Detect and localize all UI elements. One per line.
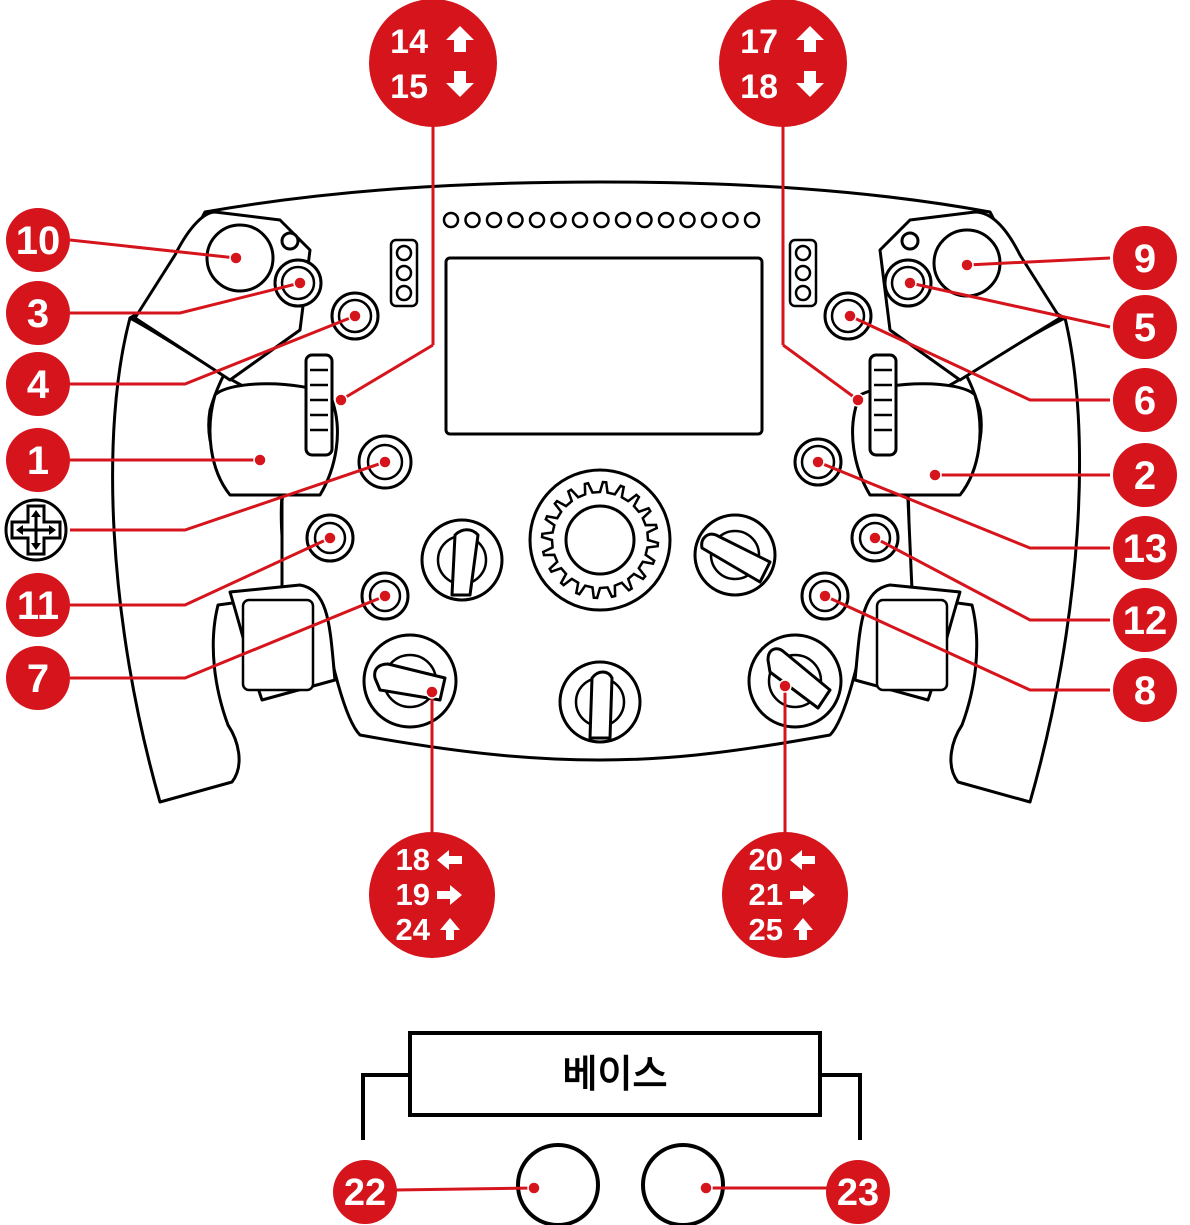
callout-2-group: 2 <box>928 443 1177 507</box>
base-bracket-left <box>361 1073 410 1140</box>
callout-8-group: 8 <box>818 589 1177 722</box>
callout-6-group: 6 <box>843 309 1177 432</box>
callout-7: 7 <box>27 657 49 701</box>
base-button-left[interactable] <box>516 1143 600 1225</box>
knob-bottom-center[interactable] <box>558 660 642 744</box>
callout-12-group: 12 <box>868 531 1177 652</box>
knob-bottom-left[interactable] <box>362 633 458 729</box>
knob-bottom-right[interactable] <box>747 633 843 729</box>
rev-led <box>743 211 761 229</box>
left-thumb-encoder[interactable] <box>304 353 334 457</box>
top-left-encoder-badge: 14 15 <box>334 0 497 407</box>
dpad-icon <box>4 455 392 562</box>
right-led-1 <box>794 244 812 262</box>
callout-8: 8 <box>1134 669 1156 713</box>
left-led-1 <box>395 244 413 262</box>
rev-led <box>722 211 739 229</box>
callout-10-group: 10 <box>6 208 243 272</box>
bottom-right-switch-badge: 20 21 25 <box>722 679 848 958</box>
rev-led <box>550 211 567 229</box>
small-led-right[interactable] <box>900 231 920 251</box>
rev-led <box>614 211 632 229</box>
callout-9-group: 9 <box>960 226 1177 290</box>
callout-11: 11 <box>17 584 59 628</box>
left-led-2 <box>395 264 413 282</box>
rev-led <box>528 211 546 229</box>
svg-text:21: 21 <box>749 877 783 912</box>
rev-led <box>442 211 460 229</box>
knob-right-upper[interactable] <box>693 513 777 597</box>
callout-7-group: 7 <box>6 589 392 710</box>
rev-led-strip <box>442 211 761 229</box>
left-lower-paddle-inner <box>241 598 315 692</box>
callout-13: 13 <box>1123 527 1168 571</box>
callout-13-group: 13 <box>811 455 1177 580</box>
arrow-up-icon <box>440 918 460 940</box>
callout-4-group: 4 <box>6 309 362 416</box>
callout-10: 10 <box>16 219 61 263</box>
svg-text:18: 18 <box>396 842 430 877</box>
base-section: 베이스 22 23 <box>333 1031 890 1225</box>
callout-3: 3 <box>27 292 49 336</box>
base-bracket-right <box>820 1073 862 1140</box>
callout-23: 23 <box>837 1172 879 1214</box>
callout-1-group: 1 <box>6 428 267 492</box>
rev-led <box>636 211 653 229</box>
enc-14-label: 14 <box>390 23 428 61</box>
right-led-2 <box>794 264 812 282</box>
center-dial[interactable] <box>528 468 672 612</box>
rev-led <box>464 211 481 229</box>
arrow-down-icon <box>796 71 824 97</box>
svg-text:24: 24 <box>396 912 431 947</box>
left-led-3 <box>395 284 413 302</box>
arrow-up-icon <box>793 918 813 940</box>
callout-11-group: 11 <box>6 531 337 637</box>
rev-led <box>679 211 696 229</box>
rev-led <box>485 211 503 229</box>
rev-led <box>507 211 524 229</box>
arrow-right-icon <box>437 885 462 905</box>
base-button-right[interactable] <box>641 1143 725 1225</box>
callout-1: 1 <box>27 439 49 483</box>
top-right-encoder-badge: 17 18 <box>719 0 865 407</box>
svg-text:25: 25 <box>749 912 783 947</box>
bottom-left-switch-badge: 18 19 24 <box>369 685 495 958</box>
display-screen <box>444 256 764 436</box>
enc-17-label: 17 <box>740 23 778 61</box>
arrow-left-icon <box>437 850 462 870</box>
arrow-down-icon <box>446 71 474 97</box>
enc-18-label: 18 <box>740 68 778 106</box>
rev-led <box>571 211 589 229</box>
arrow-left-icon <box>790 850 815 870</box>
callout-6: 6 <box>1134 379 1156 423</box>
svg-text:19: 19 <box>396 877 430 912</box>
arrow-right-icon <box>790 885 815 905</box>
arrow-up-icon <box>446 26 474 52</box>
small-led-left[interactable] <box>280 231 300 251</box>
arrow-up-icon <box>796 26 824 52</box>
callout-5: 5 <box>1134 306 1156 350</box>
callout-12: 12 <box>1123 599 1168 643</box>
callout-5-group: 5 <box>903 276 1177 359</box>
callout-2: 2 <box>1134 454 1156 498</box>
callout-9: 9 <box>1134 237 1156 281</box>
base-title: 베이스 <box>563 1052 668 1096</box>
svg-text:20: 20 <box>749 842 783 877</box>
rev-led <box>593 211 610 229</box>
knob-left-upper[interactable] <box>420 518 504 602</box>
base-title-box <box>408 1031 822 1117</box>
button-8[interactable] <box>800 571 850 621</box>
rev-led <box>657 211 675 229</box>
rev-led <box>700 211 718 229</box>
callout-4: 4 <box>27 363 50 407</box>
right-lower-paddle-inner <box>875 598 949 692</box>
enc-15-label: 15 <box>390 68 428 106</box>
callout-22: 22 <box>344 1172 386 1214</box>
right-led-3 <box>794 284 812 302</box>
callout-3-group: 3 <box>6 276 307 345</box>
right-thumb-encoder[interactable] <box>868 353 898 457</box>
